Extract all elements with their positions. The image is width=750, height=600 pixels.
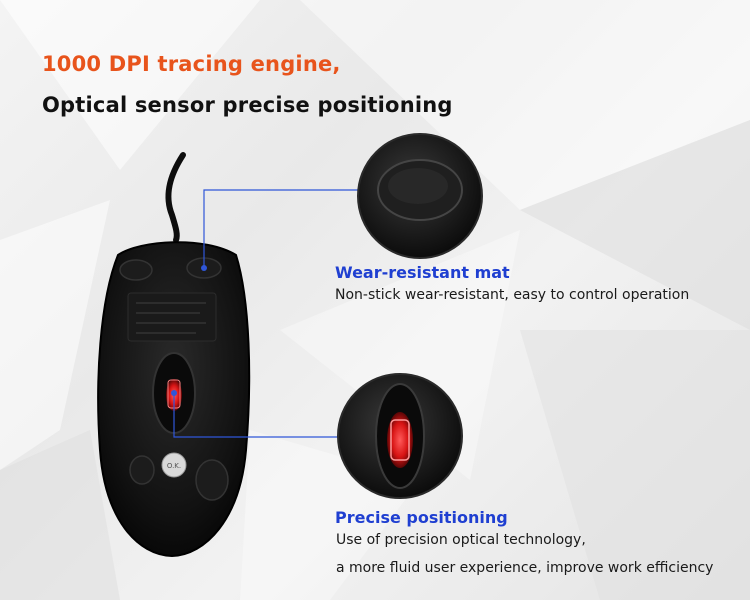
headline-sensor: Optical sensor precise positioning bbox=[42, 93, 453, 117]
callout-line-sensor bbox=[173, 393, 340, 438]
callout-line-mat bbox=[203, 189, 360, 268]
feature-desc-positioning-line2: a more fluid user experience, improve wo… bbox=[336, 560, 714, 576]
feature-desc-positioning-line1: Use of precision optical technology, bbox=[336, 532, 586, 548]
quality-badge bbox=[161, 452, 187, 478]
mouse-label-plate bbox=[127, 292, 217, 342]
feature-desc-mat: Non-stick wear-resistant, easy to contro… bbox=[335, 287, 690, 303]
headline-dpi: 1000 DPI tracing engine, bbox=[42, 52, 341, 76]
feature-title-positioning: Precise positioning bbox=[335, 508, 508, 527]
mouse-cable bbox=[165, 152, 186, 243]
mouse-foot-bottom-right bbox=[195, 459, 229, 501]
feature-title-mat: Wear-resistant mat bbox=[335, 263, 510, 282]
quality-badge-text: O.K. bbox=[167, 462, 181, 470]
mouse-foot-top-left bbox=[119, 259, 153, 281]
mouse-foot-bottom-left bbox=[129, 455, 155, 485]
